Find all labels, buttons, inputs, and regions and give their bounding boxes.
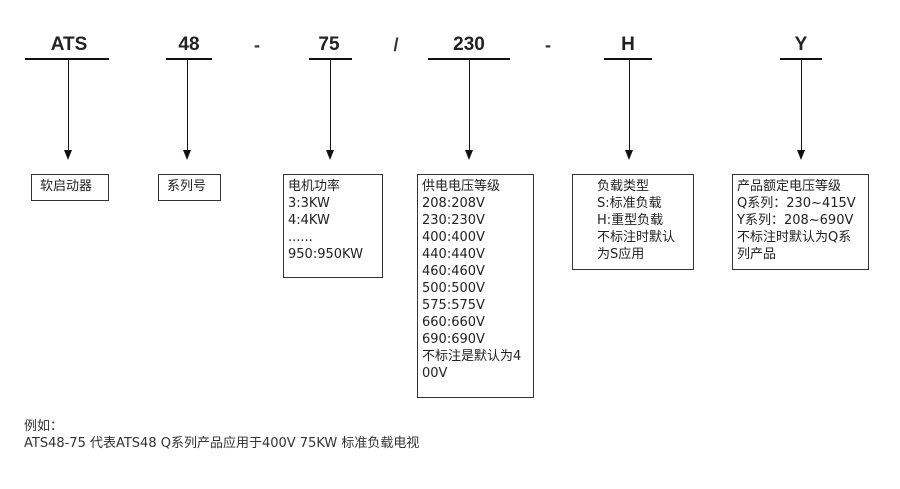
connector-ats (68, 60, 69, 152)
separator-slash: / (393, 35, 399, 55)
supply-voltage-box: 供电电压等级 208:208V 230:230V 400:400V 440:44… (417, 174, 534, 398)
supply-voltage-option: 660:660V (422, 315, 485, 330)
load-type-note: 不标注时默认为S应用 (597, 230, 676, 262)
product-grade-note: 不标注时默认为Q系列产品 (737, 230, 852, 262)
product-grade-option: Y系列：208~690V (737, 213, 854, 228)
load-type-option: H:重型负载 (597, 213, 664, 228)
connector-48 (187, 60, 188, 152)
supply-voltage-title: 供电电压等级 (422, 179, 501, 194)
code-ats: ATS (50, 34, 88, 55)
code-h: H (621, 34, 635, 55)
connector-y (801, 60, 802, 152)
soft-starter-box: 软启动器 (31, 174, 109, 201)
series-number-box: 系列号 (158, 174, 221, 201)
supply-voltage-option: 440:440V (422, 247, 485, 262)
underline-230 (428, 58, 510, 60)
example-text: ATS48-75 代表ATS48 Q系列产品应用于400V 75KW 标准负载电… (24, 436, 420, 451)
motor-power-box: 电机功率 3:3KW 4:4KW ...... 950:950KW (283, 174, 383, 278)
code-230: 230 (453, 34, 485, 55)
supply-voltage-note: 不标注是默认为400V (422, 349, 522, 381)
separator-dash-2: - (545, 35, 551, 55)
connector-h (629, 60, 630, 152)
load-type-box: 负载类型 S:标准负载 H:重型负载 不标注时默认为S应用 (572, 174, 694, 270)
supply-voltage-option: 460:460V (422, 264, 485, 279)
motor-power-option: ...... (288, 230, 313, 245)
load-type-option: S:标准负载 (597, 196, 662, 211)
arrow-head-48 (183, 150, 191, 160)
arrow-head-h (625, 150, 633, 160)
motor-power-option: 950:950KW (288, 247, 363, 262)
supply-voltage-option: 575:575V (422, 298, 485, 313)
arrow-head-ats (64, 150, 72, 160)
supply-voltage-option: 690:690V (422, 332, 485, 347)
series-number-title: 系列号 (167, 179, 207, 194)
underline-48 (166, 58, 212, 60)
example-label: 例如： (24, 419, 64, 434)
underline-75 (309, 58, 352, 60)
code-y: Y (794, 34, 808, 55)
load-type-title: 负载类型 (597, 179, 650, 194)
arrow-head-75 (326, 150, 334, 160)
connector-230 (469, 60, 470, 152)
soft-starter-title: 软启动器 (40, 179, 93, 194)
motor-power-title: 电机功率 (288, 179, 341, 194)
underline-h (604, 58, 652, 60)
connector-75 (330, 60, 331, 152)
supply-voltage-option: 400:400V (422, 230, 485, 245)
code-48: 48 (178, 34, 200, 55)
product-grade-title: 产品额定电压等级 (737, 179, 842, 194)
separator-dash-1: - (254, 35, 260, 55)
motor-power-option: 3:3KW (288, 196, 330, 211)
supply-voltage-option: 500:500V (422, 281, 485, 296)
product-grade-option: Q系列：230~415V (737, 196, 856, 211)
underline-y (780, 58, 822, 60)
underline-ats (25, 58, 109, 60)
product-grade-box: 产品额定电压等级 Q系列：230~415V Y系列：208~690V 不标注时默… (732, 174, 869, 270)
supply-voltage-option: 230:230V (422, 213, 485, 228)
motor-power-option: 4:4KW (288, 213, 330, 228)
example-section: 例如： ATS48-75 代表ATS48 Q系列产品应用于400V 75KW 标… (24, 418, 419, 452)
arrow-head-230 (465, 150, 473, 160)
code-75: 75 (318, 34, 340, 55)
supply-voltage-option: 208:208V (422, 196, 485, 211)
arrow-head-y (797, 150, 805, 160)
